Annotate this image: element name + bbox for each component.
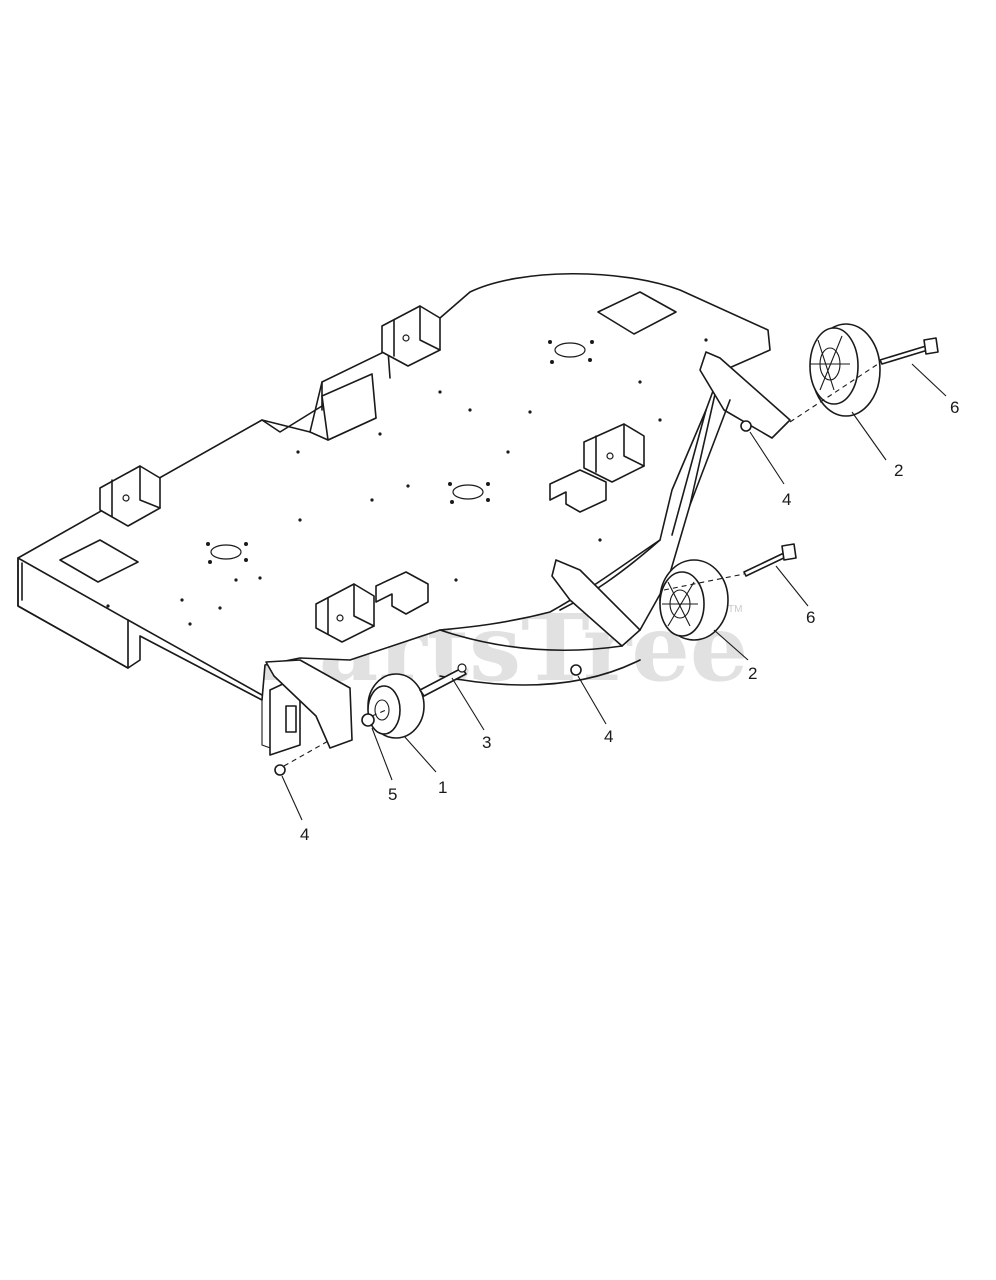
deck-arm-curve	[559, 539, 661, 611]
spindle-holes	[106, 338, 708, 626]
nut-upper	[740, 420, 752, 432]
deck-decal-right	[597, 291, 677, 335]
bracket-clip-front	[375, 571, 429, 615]
mounting-brackets	[99, 305, 645, 643]
callout-4-upper: 4	[782, 490, 791, 509]
callout-6-lower: 6	[806, 608, 815, 627]
callout-2-upper: 2	[894, 461, 903, 480]
wheel-right-rear	[809, 323, 881, 417]
wheel-right-front	[659, 559, 729, 641]
arm-front-left	[265, 659, 353, 749]
spacer	[361, 713, 375, 727]
nut-lower	[274, 764, 286, 776]
callout-4-lower: 4	[300, 825, 309, 844]
callout-3: 3	[482, 733, 491, 752]
axle-bolt	[419, 667, 467, 697]
callout-2-lower: 2	[748, 664, 757, 683]
nut-middle	[570, 664, 582, 676]
bracket-clip-center	[549, 469, 607, 513]
watermark-trademark: TM	[728, 604, 742, 615]
callout-6-upper: 6	[950, 398, 959, 417]
spindle-hole-left	[210, 544, 242, 560]
deck-decal-left	[59, 539, 139, 583]
front-axle-bar	[439, 629, 641, 686]
spindle-hole-center	[452, 484, 484, 500]
callouts: 6 2 4 6 2 3 4 5 1 4	[300, 398, 959, 844]
wheel-left-front	[367, 673, 425, 739]
deck-skirt-edge	[21, 562, 263, 696]
spindle-hole-right	[554, 342, 586, 358]
leader-lines	[281, 363, 947, 821]
mower-deck	[17, 272, 771, 756]
wheel-arms	[265, 351, 791, 749]
callout-5: 5	[388, 785, 397, 804]
callout-1: 1	[438, 778, 447, 797]
hardware	[274, 337, 939, 776]
deck-side-slot	[285, 705, 297, 733]
arm-right-rear	[699, 351, 791, 439]
bolt-upper	[879, 345, 929, 365]
callout-4-middle: 4	[604, 727, 613, 746]
deck-top-surface	[17, 272, 771, 701]
